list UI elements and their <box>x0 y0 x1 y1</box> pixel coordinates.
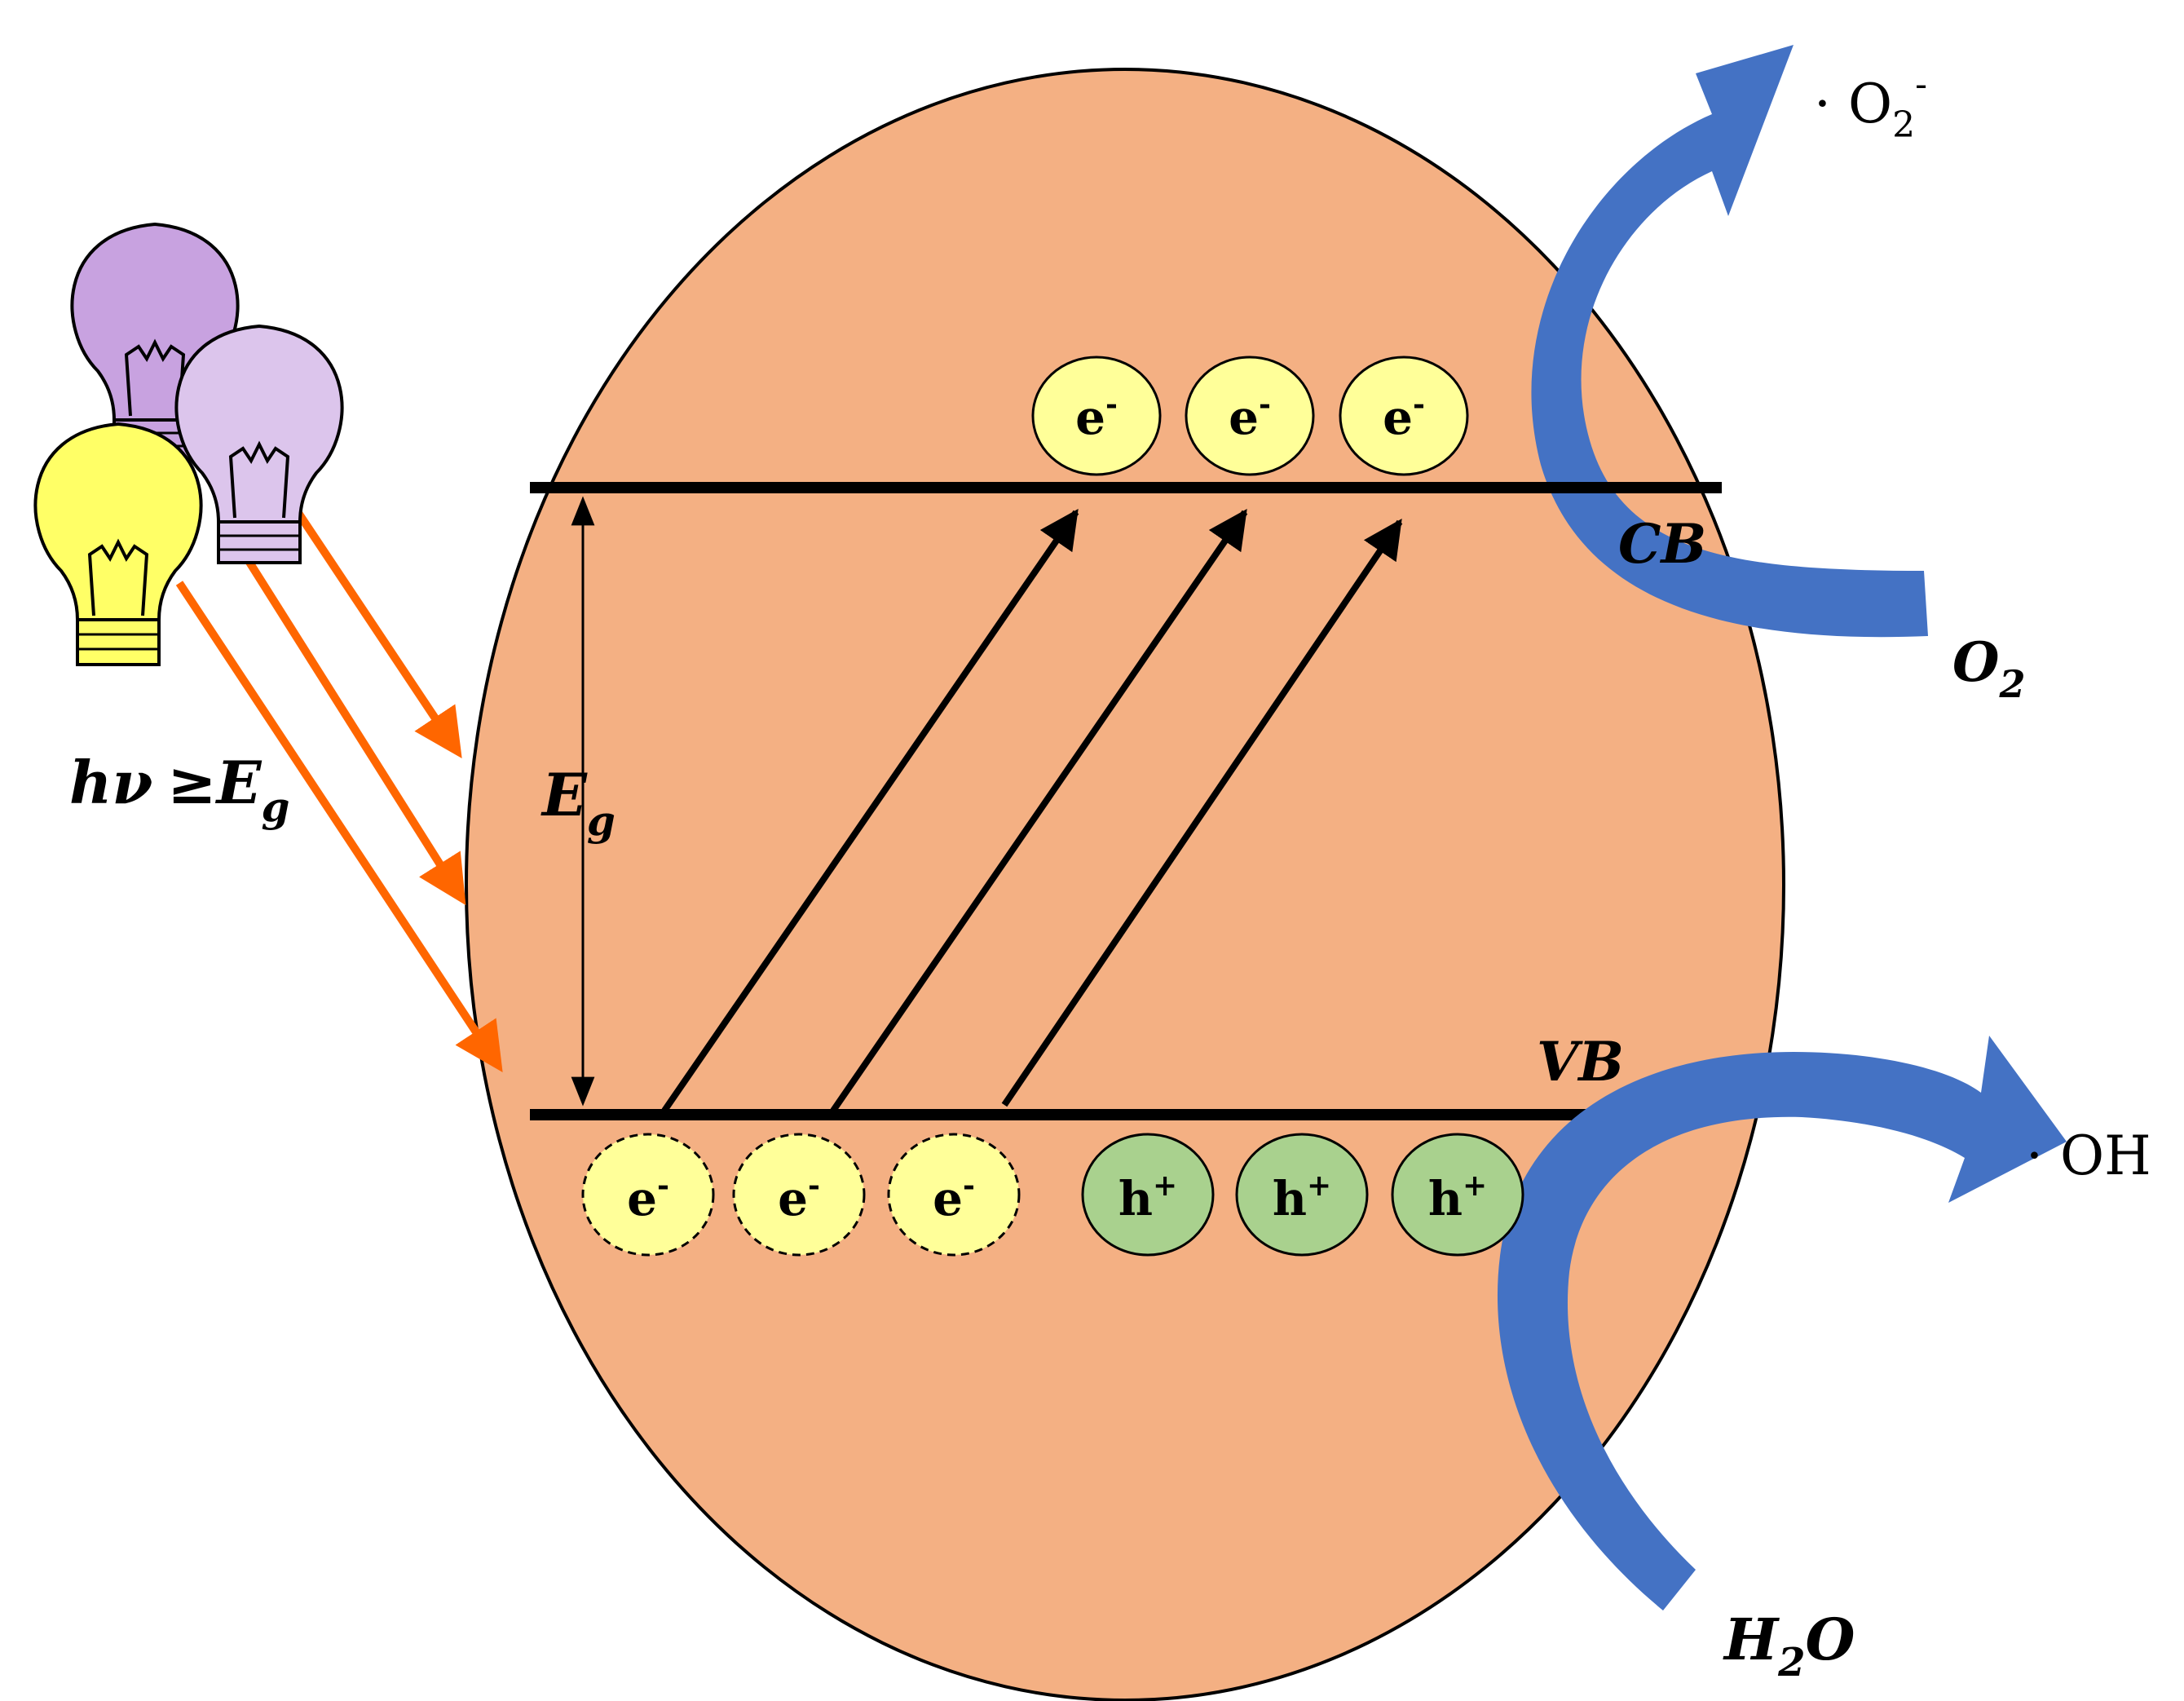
hole: h+ <box>1081 1133 1215 1257</box>
reaction-arrow-icon <box>1531 45 1928 638</box>
vb-vacancies: e- e- e- <box>581 1133 1021 1257</box>
electron: e- <box>1031 356 1162 476</box>
electron: e- <box>1185 356 1315 476</box>
semiconductor-particle <box>465 68 1785 1701</box>
hole: h+ <box>1235 1133 1369 1257</box>
vacated-electron: e- <box>581 1133 715 1257</box>
oxygen-label: O2 <box>1952 630 2026 706</box>
svg-text:h+: h+ <box>1273 1169 1331 1226</box>
photon-ray-icon <box>175 581 503 1073</box>
cb-electrons: e- e- e- <box>1031 356 1469 476</box>
svg-text:e-: e- <box>1075 387 1118 445</box>
conduction-band-label: CB <box>1618 512 1706 576</box>
excitation-arrow-icon <box>1001 519 1403 1107</box>
light-bulb-icon <box>174 324 344 564</box>
svg-text:h+: h+ <box>1428 1169 1487 1226</box>
photon-energy-label: hν≥Eg <box>69 748 290 831</box>
svg-text:e-: e- <box>1383 387 1425 445</box>
svg-text:e-: e- <box>1229 387 1271 445</box>
water-label: H2O <box>1723 1606 1855 1686</box>
svg-text:e-: e- <box>778 1169 820 1226</box>
vb-holes: h+ h+ h+ <box>1081 1133 1524 1257</box>
valence-band-label: VB <box>1537 1030 1624 1094</box>
light-bulb-icon <box>33 422 203 666</box>
reaction-arrow-icon <box>1497 1036 2067 1610</box>
vacated-electron: e- <box>887 1133 1021 1257</box>
svg-text:e-: e- <box>933 1169 975 1226</box>
superoxide-label: · O2- <box>1814 64 1927 146</box>
vacated-electron: e- <box>732 1133 866 1257</box>
photon-ray-icon <box>281 491 462 758</box>
excitation-arrow-icon <box>661 509 1079 1113</box>
hydroxyl-label: · OH <box>2026 1124 2151 1187</box>
hole: h+ <box>1391 1133 1524 1257</box>
band-gap-label: Eg <box>540 760 615 845</box>
excitation-arrow-icon <box>830 509 1248 1113</box>
photon-ray-icon <box>240 552 466 906</box>
svg-text:e-: e- <box>627 1169 669 1226</box>
svg-text:h+: h+ <box>1118 1169 1177 1226</box>
electron: e- <box>1339 356 1469 476</box>
